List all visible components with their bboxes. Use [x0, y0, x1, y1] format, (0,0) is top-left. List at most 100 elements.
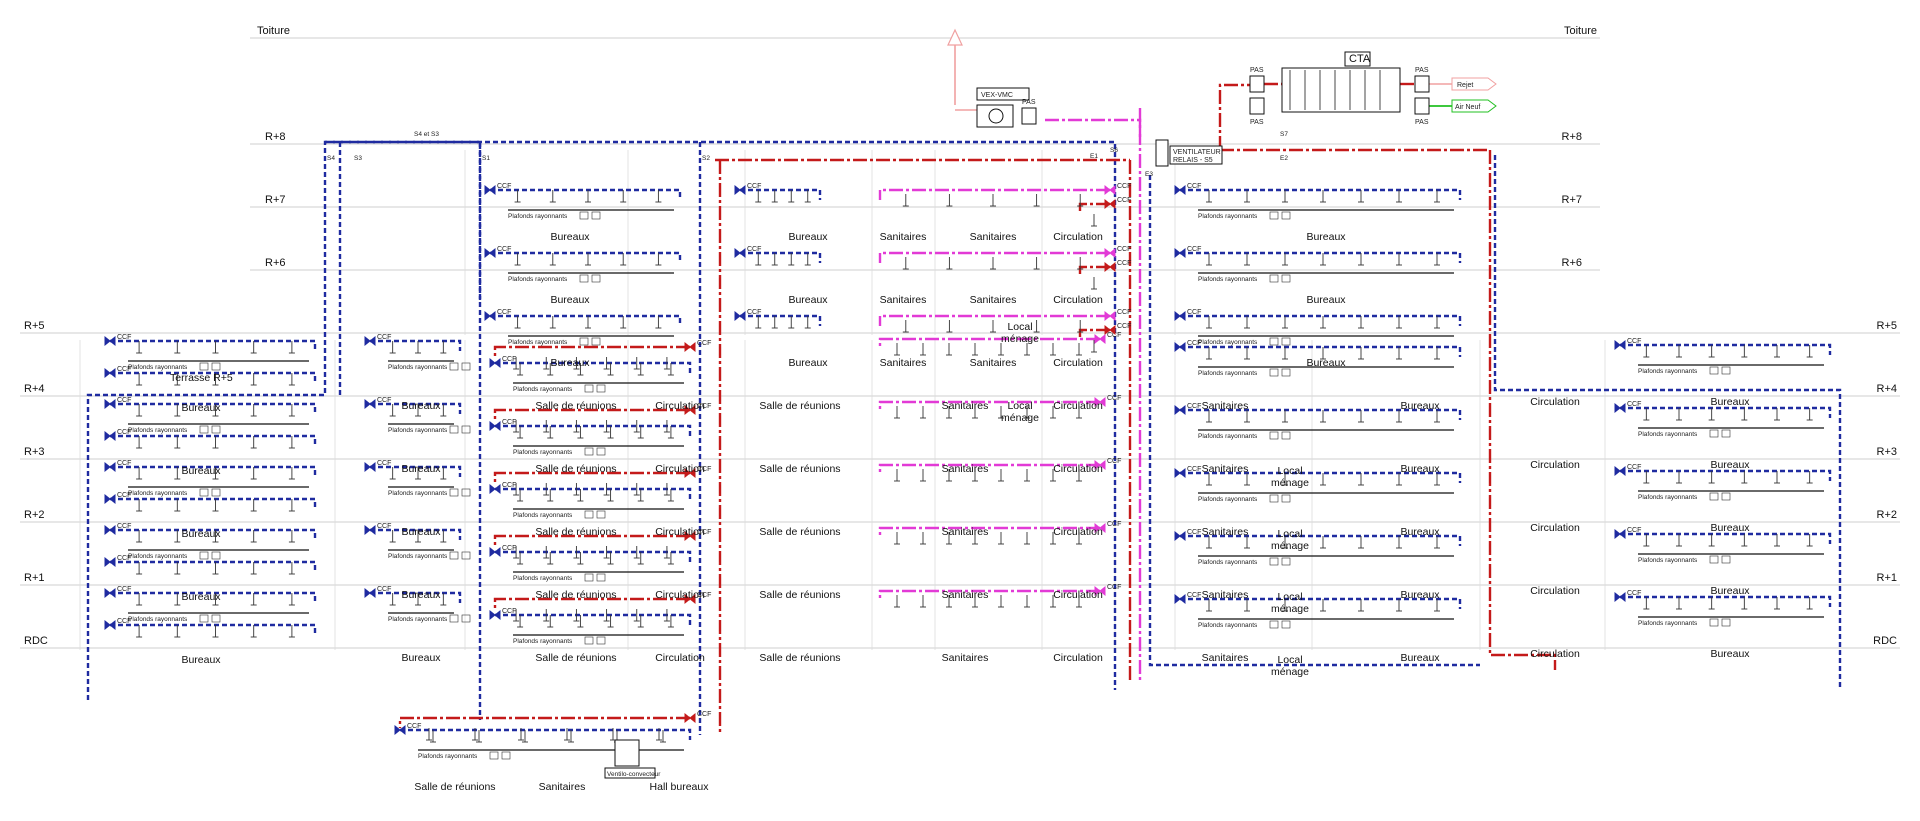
ceiling-tag-box	[596, 573, 606, 582]
level-label-left: R+7	[265, 194, 286, 206]
rejet-label: Rejet	[1457, 82, 1473, 89]
valve-label: CCF	[117, 460, 131, 467]
valve-label: CCF	[1117, 260, 1131, 267]
chilled-water-branch	[495, 487, 692, 499]
valve-label: CCF	[1117, 183, 1131, 190]
pas-label: PAS	[1415, 67, 1429, 74]
room-circulation: Circulation	[1053, 526, 1103, 538]
chilled-water-branch	[1620, 595, 1832, 607]
valve-label: CCF	[377, 334, 391, 341]
ceiling-label: Plafonds rayonnants	[1198, 496, 1258, 503]
riser-tag: S6	[1110, 147, 1118, 154]
valve-body	[1094, 333, 1106, 345]
ceiling-label: Plafonds rayonnants	[508, 276, 568, 283]
room-salle: Salle de réunions	[759, 400, 840, 412]
ceiling-tag-box	[199, 551, 209, 560]
valve-label: CCF	[1627, 401, 1641, 408]
ceiling-label: Plafonds rayonnants	[1638, 368, 1698, 375]
chilled-water-branch	[370, 528, 462, 540]
ceiling-label: Plafonds rayonnants	[388, 427, 448, 434]
valve-icon: CCF	[1614, 401, 1641, 414]
pas-box	[1249, 75, 1265, 93]
air-supply-branch	[878, 314, 1110, 326]
valve-icon: CCF	[684, 592, 711, 605]
room-sanitaires: Sanitaires	[970, 357, 1017, 369]
room-bureaux: Bureaux	[1400, 589, 1440, 601]
chilled-water-branch	[370, 402, 462, 414]
room-sanitaires: Sanitaires	[1202, 463, 1249, 475]
room-circulation: Circulation	[1530, 585, 1580, 597]
valve-body	[104, 556, 116, 568]
ceiling-tag-box	[1281, 494, 1291, 503]
room-bureaux: Bureaux	[550, 294, 590, 306]
valve-icon: CCF	[1094, 395, 1121, 408]
valve-body	[684, 404, 696, 416]
valve-icon: CCF	[364, 586, 391, 599]
vex-unit	[976, 104, 1014, 128]
valve-label: CCF	[502, 419, 516, 426]
ceiling-tag-box	[211, 362, 221, 371]
valve-body	[1614, 402, 1626, 414]
room-bureaux: Bureaux	[1306, 294, 1346, 306]
room-circulation: Circulation	[655, 400, 705, 412]
ceiling-label: Plafonds rayonnants	[513, 575, 573, 582]
level-label-left: R+5	[24, 320, 45, 332]
room-menage: ménage	[1271, 666, 1309, 678]
pipe-network	[86, 40, 1842, 740]
ceiling-tag-box	[1281, 211, 1291, 220]
chilled-water-branch	[1180, 188, 1462, 200]
ceiling-tag-box	[584, 510, 594, 519]
chilled-water-branch	[1180, 471, 1462, 483]
valve-icon: CCF	[364, 523, 391, 536]
valve-body	[1104, 184, 1116, 196]
relay-fan-unit	[1155, 139, 1169, 167]
ceiling-tag-box	[1269, 557, 1279, 566]
riser-return	[1148, 175, 1480, 667]
room-menage: ménage	[1271, 603, 1309, 615]
ceiling-tag-box	[1281, 368, 1291, 377]
level-label-left: RDC	[24, 635, 48, 647]
riser-tag: S3	[354, 155, 362, 162]
ceiling-label: Plafonds rayonnants	[388, 616, 448, 623]
valve-label: CCF	[497, 246, 511, 253]
room-sanitaires: Sanitaires	[970, 294, 1017, 306]
valve-body	[684, 467, 696, 479]
ceiling-tag-box	[489, 751, 499, 760]
ceiling-label: Plafonds rayonnants	[1638, 620, 1698, 627]
hot-water-branch	[493, 534, 690, 546]
riser-hot-e2	[1488, 150, 1557, 670]
ceiling-tag-box	[199, 425, 209, 434]
room-bureaux: Bureaux	[181, 528, 221, 540]
room-circulation: Circulation	[655, 463, 705, 475]
valve-icon: CCF	[364, 397, 391, 410]
room-sanitaires: Sanitaires	[539, 781, 586, 793]
valve-body	[1104, 261, 1116, 273]
chilled-water-branch	[370, 465, 462, 477]
ceiling-label: Plafonds rayonnants	[1638, 557, 1698, 564]
room-bureaux: Bureaux	[401, 463, 441, 475]
chilled-water-branch	[495, 613, 692, 625]
air-neuf-arrow-icon	[1451, 99, 1497, 113]
valve-label: CCF	[747, 309, 761, 316]
room-bureaux: Bureaux	[181, 402, 221, 414]
chilled-water-branch	[1180, 314, 1462, 326]
room-sanitaires: Sanitaires	[942, 589, 989, 601]
room-salle: Salle de réunions	[535, 589, 616, 601]
ceiling-tag-box	[1709, 492, 1719, 501]
room-local: Local	[1007, 321, 1032, 333]
cta-label-box	[1344, 51, 1371, 67]
room-bureaux: Bureaux	[1710, 522, 1750, 534]
chilled-water-branch	[1620, 343, 1832, 355]
valve-icon: CCF	[1094, 521, 1121, 534]
air-supply-branch	[878, 526, 1100, 538]
room-local: Local	[1277, 465, 1302, 477]
valve-label: CCF	[1187, 309, 1201, 316]
chilled-water-branch	[495, 361, 692, 373]
valve-icon: CCF	[1174, 466, 1201, 479]
pas-box	[1414, 75, 1430, 93]
ceiling-tag-box	[591, 211, 601, 220]
ceiling-tag-box	[596, 384, 606, 393]
valve-label: CCF	[1107, 584, 1121, 591]
chilled-water-branch	[740, 251, 822, 263]
valve-label: CCF	[1627, 527, 1641, 534]
